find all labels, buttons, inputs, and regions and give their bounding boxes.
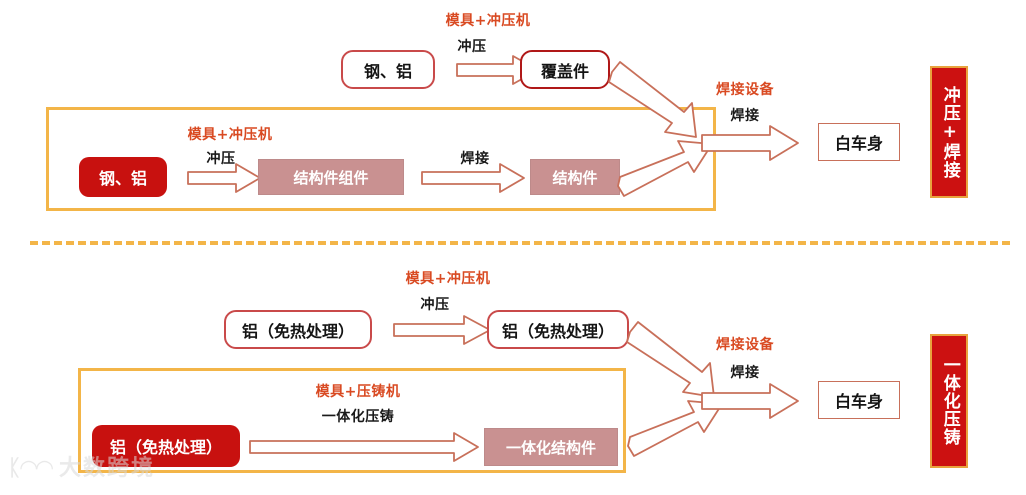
bottom-group-step1-result-node[interactable]: 一体化结构件: [484, 428, 618, 466]
top-group-step1-result-node[interactable]: 结构件组件: [258, 159, 404, 195]
bottom-final-node[interactable]: 白车身: [818, 381, 900, 419]
top-merge-arrow: [701, 125, 799, 161]
top-outer-action-label: 冲压: [457, 39, 487, 55]
top-outer-result-node[interactable]: 覆盖件: [520, 50, 610, 89]
watermark-logo-icon: ᛕ◠◠: [8, 456, 53, 481]
top-group-step1-action-label: 冲压: [206, 151, 236, 167]
top-final-node[interactable]: 白车身: [818, 123, 900, 161]
top-group-frame: [46, 107, 716, 211]
bottom-outer-process-arrow: [393, 315, 491, 345]
bottom-group-source-node[interactable]: 铝（免热处理）: [92, 425, 240, 467]
bottom-merge-equipment-label: 焊接设备: [716, 337, 774, 353]
top-group-step2-result-node[interactable]: 结构件: [530, 159, 620, 195]
top-outer-source-node[interactable]: 钢、铝: [341, 50, 435, 89]
bottom-outer-action-label: 冲压: [420, 297, 450, 313]
top-merge-arrow-from-cover: [608, 61, 697, 138]
top-group-step2-arrow: [421, 163, 525, 193]
bottom-outer-result-node[interactable]: 铝（免热处理）: [487, 310, 629, 349]
top-group-source-node[interactable]: 钢、铝: [79, 157, 167, 197]
section-divider: [30, 241, 1010, 245]
bottom-group-step1-action-label: 一体化压铸: [321, 409, 395, 425]
bottom-banner: 一体化压铸: [930, 334, 968, 468]
top-merge-action-label: 焊接: [730, 108, 760, 124]
top-group-step2-action-label: 焊接: [460, 151, 490, 167]
top-group-step1-arrow: [187, 163, 261, 193]
bottom-merge-action-label: 焊接: [730, 365, 760, 381]
bottom-group-step1-equipment-label: 模具+压铸机: [315, 384, 401, 400]
top-banner: 冲压+焊接: [930, 66, 968, 198]
bottom-outer-source-node[interactable]: 铝（免热处理）: [224, 310, 372, 349]
bottom-group-frame: [78, 368, 626, 473]
bottom-group-step1-arrow: [249, 432, 479, 462]
top-outer-equipment-label: 模具+冲压机: [445, 13, 531, 29]
bottom-merge-arrow: [701, 383, 799, 419]
bottom-outer-equipment-label: 模具+冲压机: [405, 271, 491, 287]
top-merge-equipment-label: 焊接设备: [716, 82, 774, 98]
top-group-step1-equipment-label: 模具+冲压机: [187, 127, 273, 143]
